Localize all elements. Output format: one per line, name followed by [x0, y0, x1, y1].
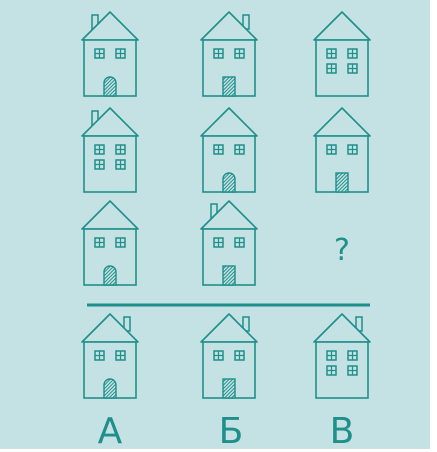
roof-icon: [82, 201, 138, 229]
answer-label-c[interactable]: В: [317, 414, 367, 450]
house-r2-c2: [201, 108, 257, 192]
answer-house-3[interactable]: [314, 314, 370, 398]
answer-house-1[interactable]: [82, 314, 138, 398]
house-r1-c1: [82, 12, 138, 96]
house-puzzle-figure: [0, 0, 430, 449]
house-r2-c1: [82, 108, 138, 192]
house-body-icon: [84, 136, 136, 192]
roof-icon: [201, 108, 257, 136]
house-body-icon: [316, 40, 368, 96]
roof-icon: [314, 12, 370, 40]
house-r3-c1: [82, 201, 138, 285]
house-r1-c2: [201, 12, 257, 96]
roof-icon: [314, 108, 370, 136]
house-r2-c3: [314, 108, 370, 192]
house-r3-c2: [201, 201, 257, 285]
puzzle-panel: ? А Б В: [0, 0, 430, 449]
answer-label-a[interactable]: А: [85, 414, 135, 450]
house-body-icon: [316, 342, 368, 398]
roof-icon: [82, 108, 138, 136]
answer-label-b[interactable]: Б: [206, 414, 256, 450]
answer-house-2[interactable]: [201, 314, 257, 398]
missing-item-question-mark: ?: [322, 236, 362, 266]
roof-icon: [201, 201, 257, 229]
roof-icon: [82, 12, 138, 40]
house-r1-c3: [314, 12, 370, 96]
